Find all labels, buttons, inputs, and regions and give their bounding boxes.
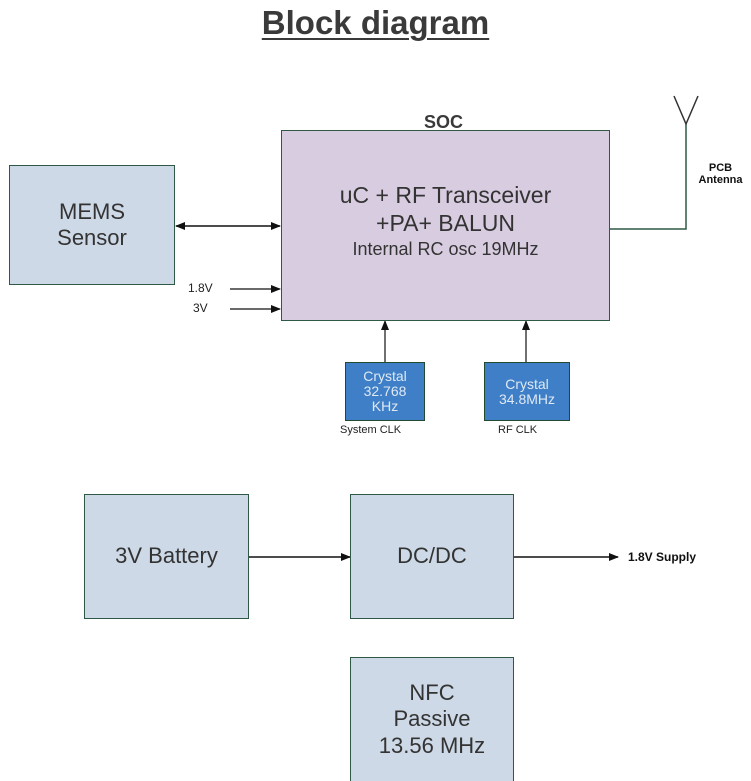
soc-label: SOC [424,112,464,132]
mems-sensor-block: MEMS Sensor [9,165,175,285]
nfc-line3: 13.56 MHz [378,732,486,758]
mems-line2: Sensor [57,225,127,250]
crystal-sys-line1: Crystal [363,368,407,385]
antenna-label: PCB Antenna [690,162,751,187]
soc-line2: +PA+ BALUN [376,209,515,236]
nfc-line1: NFC [409,679,455,705]
antenna-feed [609,124,687,230]
input-1v8-label: 1.8V [188,281,213,295]
soc-line1: uC + RF Transceiver [339,182,552,209]
antenna-icon [673,95,699,126]
crystal-system-block: Crystal 32.768 KHz [345,362,425,421]
crystal-sys-line2: 32.768 [363,383,407,400]
crystal-sys-line3: KHz [371,397,399,414]
crystal-rf-line1: Crystal [505,375,549,392]
battery-block: 3V Battery [84,494,249,619]
soc-line3: Internal RC osc 19MHz [352,239,539,260]
input-3v-label: 3V [193,301,208,315]
crystal-rf-line2: 34.8MHz [498,390,556,407]
nfc-line2: Passive [393,706,471,732]
crystal-rf-block: Crystal 34.8MHz [484,362,570,421]
antenna-line2: Antenna [698,174,743,187]
mems-line1: MEMS [59,198,125,224]
antenna-line1: PCB [708,162,733,174]
dcdc-label: DC/DC [397,543,467,569]
nfc-block: NFC Passive 13.56 MHz [350,657,514,781]
supply-label: 1.8V Supply [628,550,697,564]
system-clk-label: System CLK [340,424,402,436]
soc-block: uC + RF Transceiver +PA+ BALUN Internal … [281,130,610,321]
dcdc-block: DC/DC [350,494,514,619]
battery-label: 3V Battery [115,543,218,569]
rf-clk-label: RF CLK [498,424,538,436]
diagram-title: Block diagram [261,4,490,41]
